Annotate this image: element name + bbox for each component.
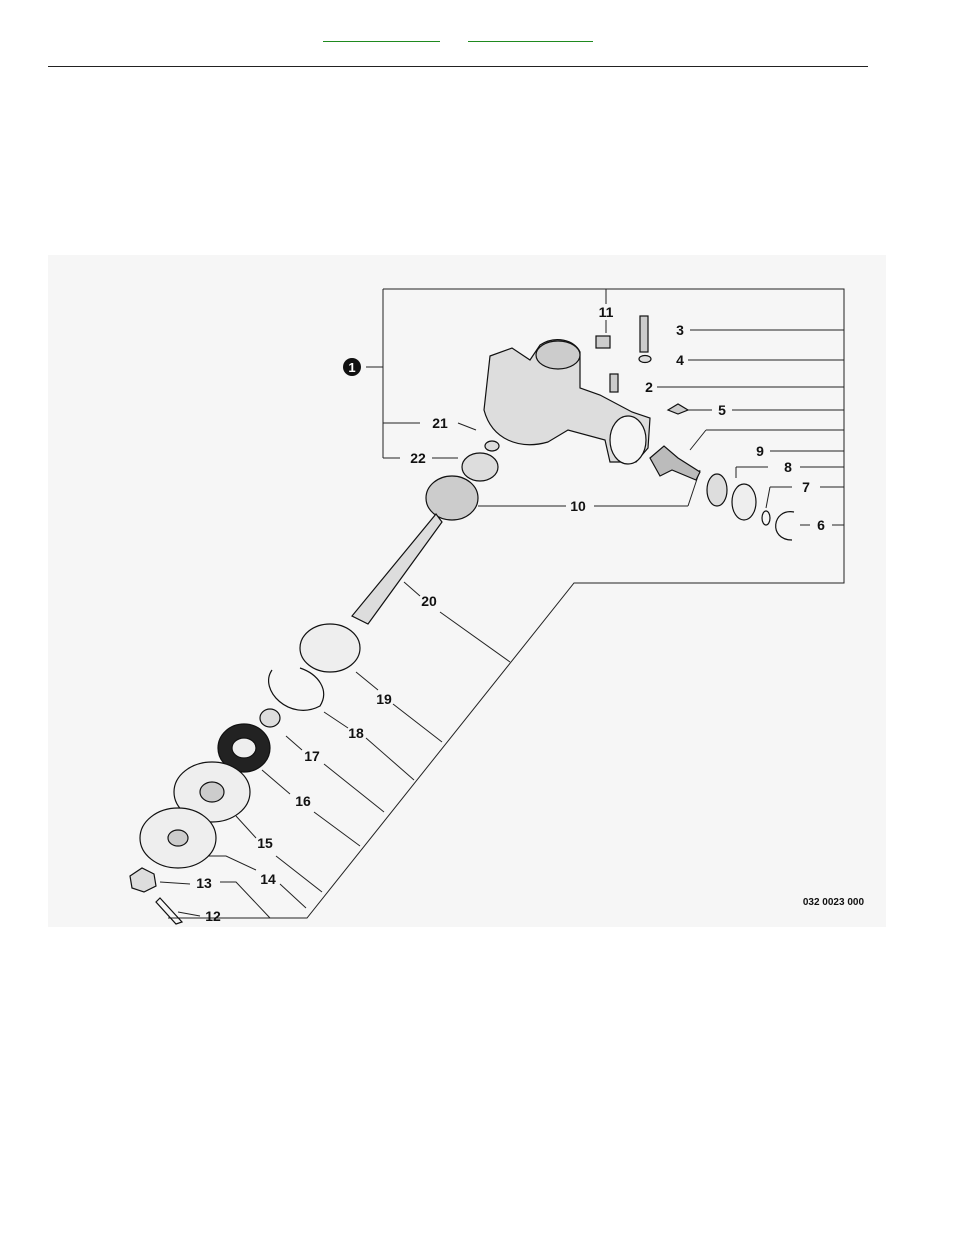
callout-4: 4 [676,352,684,368]
callout-12: 12 [205,908,221,924]
callout-10: 10 [570,498,586,514]
part-drawings [129,315,795,925]
callout-8: 8 [784,459,792,475]
callout-7: 7 [802,479,810,495]
callout-2: 2 [645,379,653,395]
header-divider [48,66,868,67]
callout-15: 15 [257,835,273,851]
callout-11: 11 [599,304,614,320]
header-link-left[interactable] [323,38,440,42]
callout-6: 6 [817,517,825,533]
assembly-kit-callout: 1 [343,358,361,376]
callout-21: 21 [432,415,448,431]
callout-17: 17 [304,748,320,764]
header-link-right[interactable] [468,38,593,42]
callout-labels: 11 3 4 2 5 21 22 9 8 7 6 10 20 19 18 17 … [196,304,825,924]
callout-3: 3 [676,322,684,338]
callout-20: 20 [421,593,437,609]
callout-1: 1 [348,360,355,375]
callout-18: 18 [348,725,364,741]
callout-13: 13 [196,875,212,891]
drawing-number: 032 0023 000 [803,897,865,908]
leader-lines [159,288,845,919]
callout-19: 19 [376,691,392,707]
callout-9: 9 [756,443,764,459]
callout-16: 16 [295,793,311,809]
callout-22: 22 [410,450,426,466]
callout-14: 14 [260,871,276,887]
callout-5: 5 [718,402,726,418]
